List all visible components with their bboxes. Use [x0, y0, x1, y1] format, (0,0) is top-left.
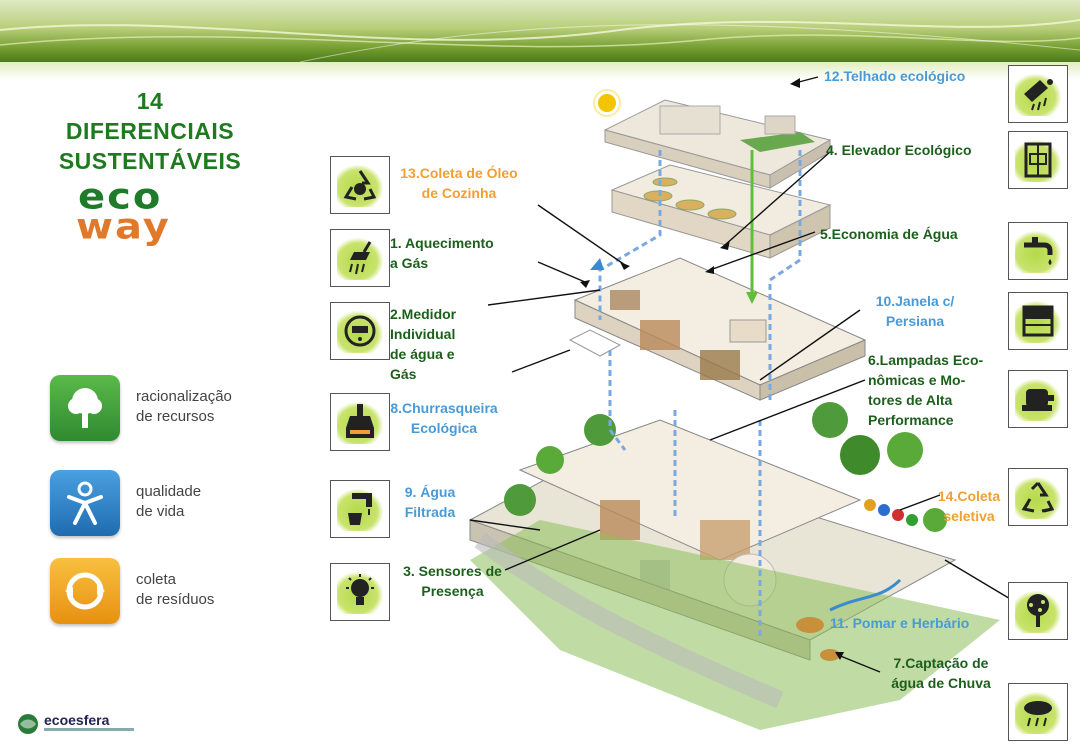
tree-icon: [50, 375, 120, 441]
shower-icon: [330, 229, 390, 287]
label-selective-collection: 14.Coleta seletiva: [937, 488, 1001, 524]
label-water-saving: 5.Economia de Água: [820, 226, 958, 242]
tap-icon: [1008, 222, 1068, 280]
lightbulb-icon: [330, 563, 390, 621]
label-filtered-water: 9. Água Filtrada: [404, 484, 456, 520]
ecoesfera-tagline-bar: [44, 728, 134, 731]
label-individual-meter: 2.Medidor Individual de água e Gás: [390, 306, 457, 382]
label-window-blind: 10.Janela c/ Persiana: [875, 293, 955, 329]
oil-recycle-icon: [330, 156, 390, 214]
legend-item-resources: racionalização de recursos: [50, 375, 290, 445]
label-ecological-elevator: 4. Elevador Ecológico: [826, 142, 972, 158]
elevator-icon: [1008, 131, 1068, 189]
label-ecological-grill: 8.Churrasqueira Ecológica: [390, 400, 498, 436]
faucet-filter-icon: [330, 480, 390, 538]
ecoesfera-emblem-icon: [18, 714, 38, 734]
pointer-lines: [469, 76, 1013, 673]
logo-eco: eco: [78, 176, 163, 218]
roof-level: [603, 99, 832, 189]
pointer-arrowheads: [580, 78, 844, 660]
logo-way: way: [76, 206, 171, 248]
ecoesfera-name: ecoesfera: [44, 712, 110, 728]
sun-icon: [598, 94, 616, 112]
window-blind-icon: [1008, 292, 1068, 350]
header-fade: [0, 62, 1080, 80]
ecoesfera-logo: ecoesfera: [16, 710, 136, 740]
upper-apartment-floor: [568, 257, 867, 401]
grill-icon: [330, 393, 390, 451]
person-icon: [50, 470, 120, 536]
meter-icon: [330, 302, 390, 360]
legend-item-quality: qualidade de vida: [50, 470, 290, 540]
label-oil-collection: 13.Coleta de Óleo de Cozinha: [400, 165, 518, 201]
title-line-2: DIFERENCIAIS: [65, 118, 235, 144]
ecoway-logo: eco way: [72, 176, 222, 248]
title-block: 14 DIFERENCIAIS SUSTENTÁVEIS: [30, 86, 270, 176]
header-banner: [0, 0, 1080, 62]
legend-label-quality: qualidade de vida: [136, 483, 202, 520]
title-number: 14: [136, 88, 164, 114]
label-ecological-roof: 12.Telhado ecológico: [824, 68, 966, 84]
label-orchard-herbarium: 11. Pomar e Herbário: [830, 615, 970, 631]
legend-label-resources: racionalização de recursos: [136, 388, 232, 425]
garden-area: [470, 402, 1000, 730]
header-swoosh: [0, 19, 1080, 62]
roof-rain-icon: [1008, 65, 1068, 123]
label-gas-heating: 1. Aquecimento a Gás: [390, 235, 494, 271]
recycle-arrows-icon: [50, 558, 120, 624]
legend-item-waste: coleta de resíduos: [50, 558, 290, 628]
title-line-3: SUSTENTÁVEIS: [58, 148, 242, 174]
fruit-tree-icon: [1008, 582, 1068, 640]
rain-cloud-icon: [1008, 683, 1068, 741]
legend-label-waste: coleta de resíduos: [136, 571, 215, 608]
label-rainwater-capture: 7.Captação de água de Chuva: [891, 655, 991, 691]
label-economic-lamps: 6.Lampadas Eco- nômicas e Mo- tores de A…: [868, 352, 984, 428]
motor-icon: [1008, 370, 1068, 428]
label-presence-sensors: 3. Sensores de Presença: [403, 563, 502, 599]
recycle-icon: [1008, 468, 1068, 526]
water-flow-lines: [590, 150, 902, 640]
